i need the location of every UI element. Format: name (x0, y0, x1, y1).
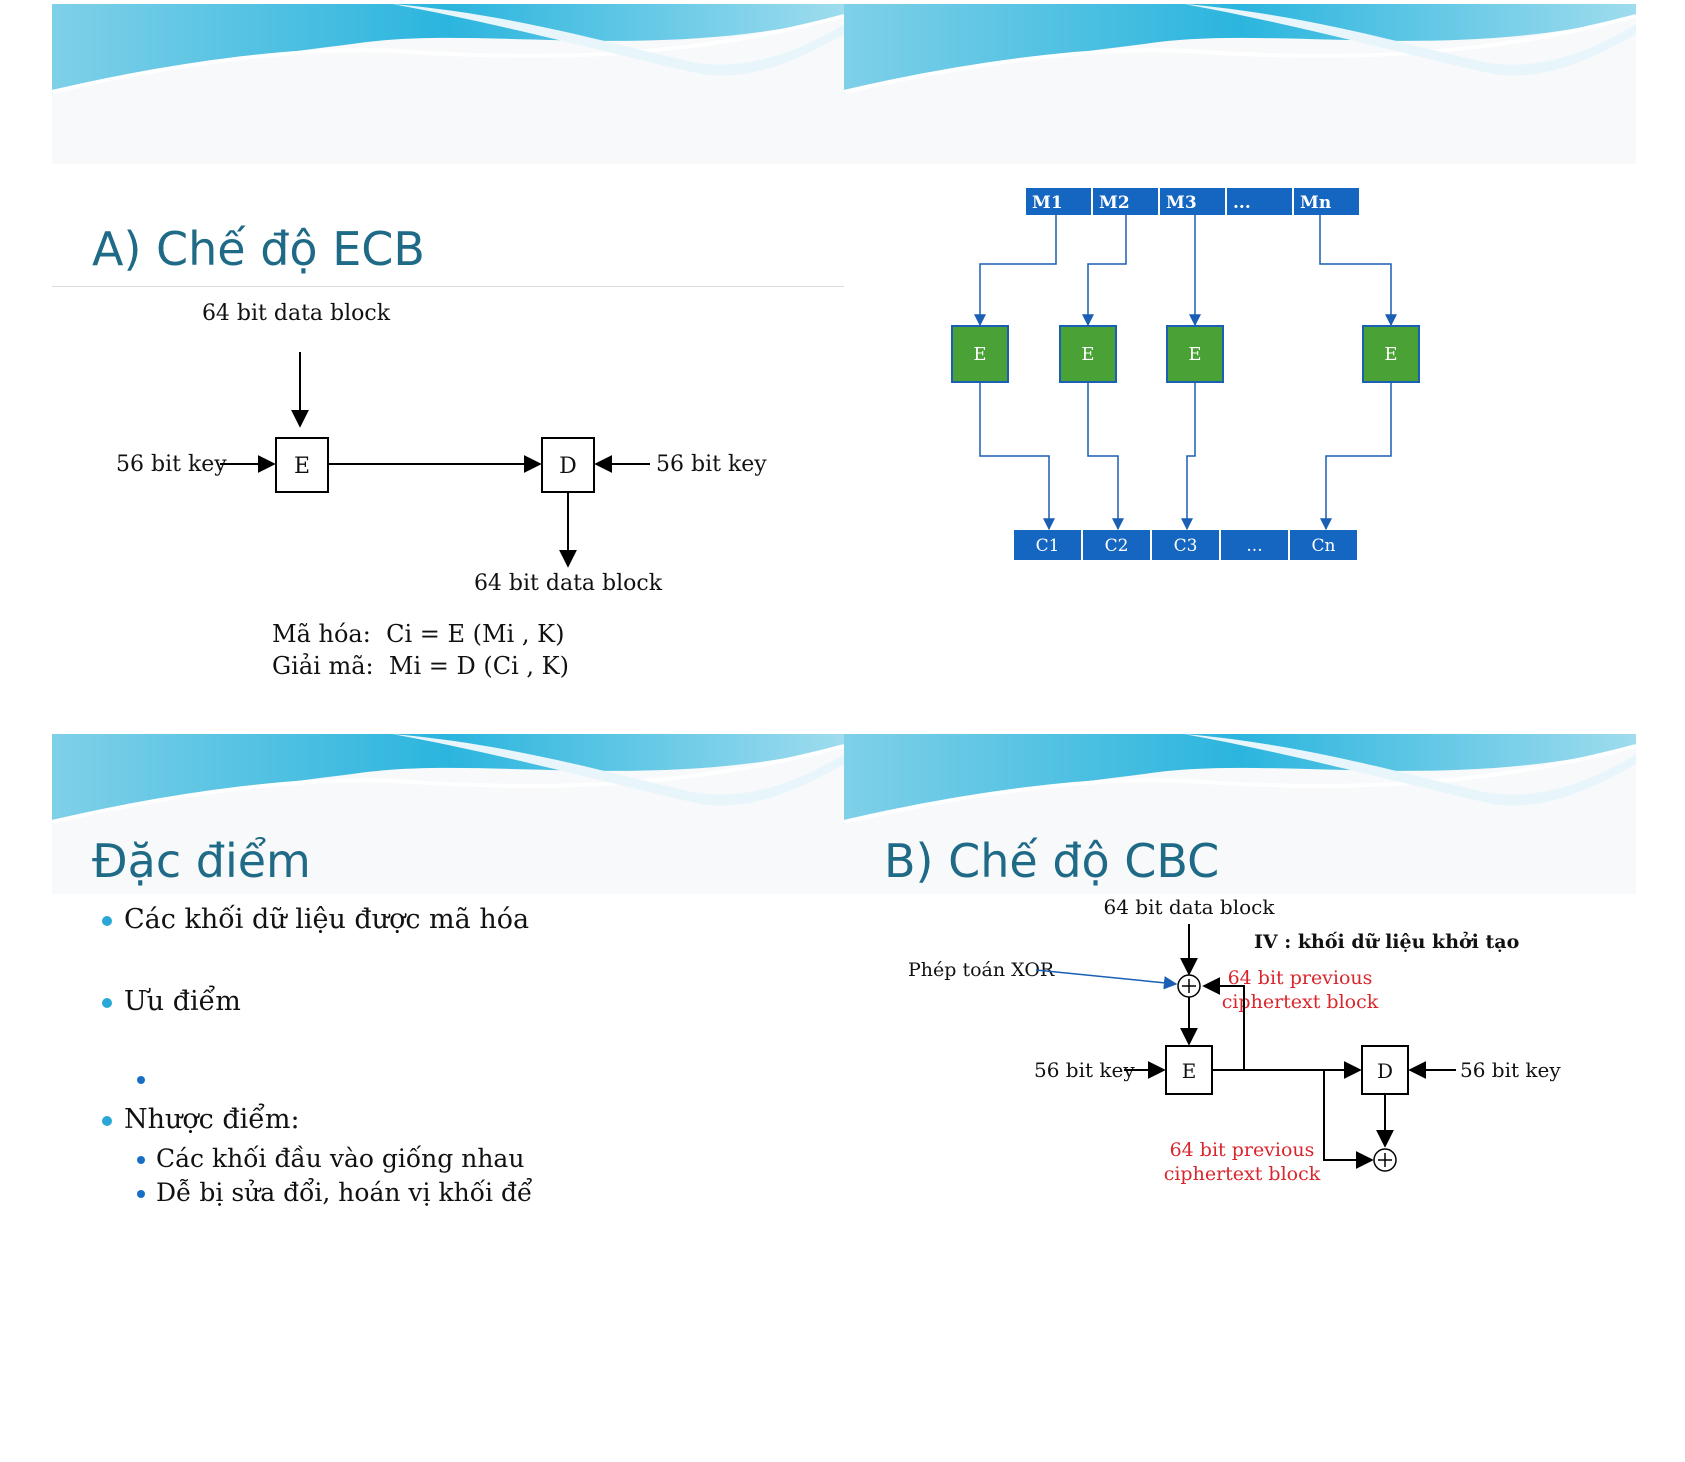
cbc-encrypt-box (1165, 1045, 1213, 1095)
bullet-dot (137, 1076, 145, 1084)
slide-ecb: A) Chế độ ECB 64 bit data block 56 bit k… (51, 4, 845, 732)
sub-bullet-item: Dễ bị sửa đổi, hoán vị khối để (137, 1178, 532, 1207)
ciphertext-block-label: ... (1246, 536, 1262, 556)
slide-cbc: B) Chế độ CBC 64 bit data block IV : khố… (843, 734, 1637, 1462)
cbc-key-right-label: 56 bit key (1460, 1058, 1561, 1082)
ciphertext-block-label: C3 (1174, 536, 1198, 556)
plaintext-row: M1 M2 M3... Mn (1026, 188, 1359, 215)
plaintext-block: M3 (1160, 188, 1225, 215)
ecb-key-right-label: 56 bit key (656, 452, 767, 477)
encrypt-box: E (1166, 325, 1224, 383)
sub-bullet-item: Các khối đầu vào giống nhau (137, 1144, 524, 1173)
wire (974, 215, 1057, 327)
cbc-key-left-label: 56 bit key (1034, 1058, 1135, 1082)
wire (1082, 215, 1127, 327)
slide-header-wave (51, 734, 845, 894)
plaintext-block: M1 (1026, 188, 1091, 215)
slide-header-wave (843, 734, 1637, 894)
wire (979, 382, 1055, 531)
bullet-item: Nhược điểm: (102, 1104, 300, 1135)
ecb-output-label: 64 bit data block (474, 571, 663, 596)
wire (1181, 382, 1196, 531)
wire (1087, 382, 1124, 531)
plaintext-block: ... (1227, 188, 1292, 215)
bullet-item: Các khối dữ liệu được mã hóa (102, 904, 529, 935)
encrypt-box: E (1362, 325, 1420, 383)
iv-label: IV : khối dữ liệu khởi tạo (1254, 931, 1519, 953)
ciphertext-row: C1 C2 C3... Cn (1014, 530, 1357, 560)
encrypt-box-label: E (1081, 344, 1094, 365)
plaintext-block: M2 (1093, 188, 1158, 215)
encrypt-box-label: E (294, 454, 310, 479)
ecb-formula-dec: Giải mã: Mi = D (Ci , K) (272, 652, 569, 680)
encrypt-box-label: E (1188, 344, 1201, 365)
slide-ecb-blocks: M1 M2 M3... Mn E E E E C1 C2 C3... Cn (843, 4, 1637, 732)
ciphertext-block: C3 (1152, 530, 1219, 560)
enc-expr: Ci = E (Mi , K) (386, 620, 565, 648)
prev-cipher-bottom-line1: 64 bit previous (1170, 1139, 1315, 1161)
page-title: B) Chế độ CBC (884, 834, 1220, 888)
decrypt-box (541, 437, 595, 493)
plaintext-block: Mn (1294, 188, 1359, 215)
ecb-key-left-label: 56 bit key (116, 452, 227, 477)
wires (974, 215, 1397, 531)
plaintext-block-label: ... (1233, 193, 1251, 213)
wire (1319, 215, 1397, 327)
plaintext-block-label: M3 (1166, 193, 1197, 213)
ecb-block-diagram: M1 M2 M3... Mn E E E E C1 C2 C3... Cn (951, 188, 1420, 560)
bullet-dot (102, 1116, 112, 1126)
plaintext-block-label: M2 (1099, 193, 1130, 213)
plaintext-block-label: M1 (1032, 193, 1063, 213)
slide-header-wave (51, 4, 845, 164)
xor-label: Phép toán XOR (908, 959, 1055, 981)
ecb-input-label: 64 bit data block (202, 301, 391, 326)
prev-cipher-top-line2: ciphertext block (1222, 991, 1379, 1013)
bullet-dot (102, 998, 112, 1008)
bullet-dot (102, 916, 112, 926)
slide-header-wave (843, 4, 1637, 164)
wire (1320, 382, 1392, 531)
slide-features: Đặc điểm Các khối dữ liệu được mã hóa Ưu… (51, 734, 845, 1462)
encrypt-box-label: E (973, 344, 986, 365)
plaintext-block-label: Mn (1300, 193, 1331, 213)
ciphertext-block: C2 (1083, 530, 1150, 560)
ciphertext-block: ... (1221, 530, 1288, 560)
ciphertext-block-label: Cn (1312, 536, 1336, 556)
cbc-decrypt-box-label: D (1377, 1059, 1393, 1083)
encrypt-box-label: E (1384, 344, 1397, 365)
bullet-dot (137, 1156, 145, 1164)
bullet-item: Ưu điểm (102, 986, 241, 1017)
page-title: A) Chế độ ECB (92, 222, 425, 276)
title-underline (52, 286, 844, 287)
cbc-diagram: 64 bit data block IV : khối dữ liệu khởi… (908, 895, 1561, 1185)
cbc-encrypt-box-label: E (1182, 1059, 1197, 1083)
ecb-formula-enc: Mã hóa: Ci = E (Mi , K) (272, 620, 564, 648)
page-title: Đặc điểm (92, 834, 311, 888)
dec-expr: Mi = D (Ci , K) (388, 652, 569, 680)
prev-cipher-bottom-line2: ciphertext block (1164, 1163, 1321, 1185)
ciphertext-block: Cn (1290, 530, 1357, 560)
bullet-dot (137, 1190, 145, 1198)
ecb-diagram: 64 bit data block 56 bit key E D 56 bit … (116, 301, 767, 596)
ciphertext-block: C1 (1014, 530, 1081, 560)
enc-label: Mã hóa: (272, 620, 371, 648)
ciphertext-block-label: C1 (1036, 536, 1060, 556)
encrypt-box: E (951, 325, 1009, 383)
prev-cipher-top-line1: 64 bit previous (1228, 967, 1373, 989)
cbc-input-label: 64 bit data block (1103, 895, 1275, 919)
dec-label: Giải mã: (272, 652, 374, 680)
decrypt-box-label: D (559, 454, 577, 479)
encrypt-box: E (1059, 325, 1117, 383)
ciphertext-block-label: C2 (1105, 536, 1129, 556)
